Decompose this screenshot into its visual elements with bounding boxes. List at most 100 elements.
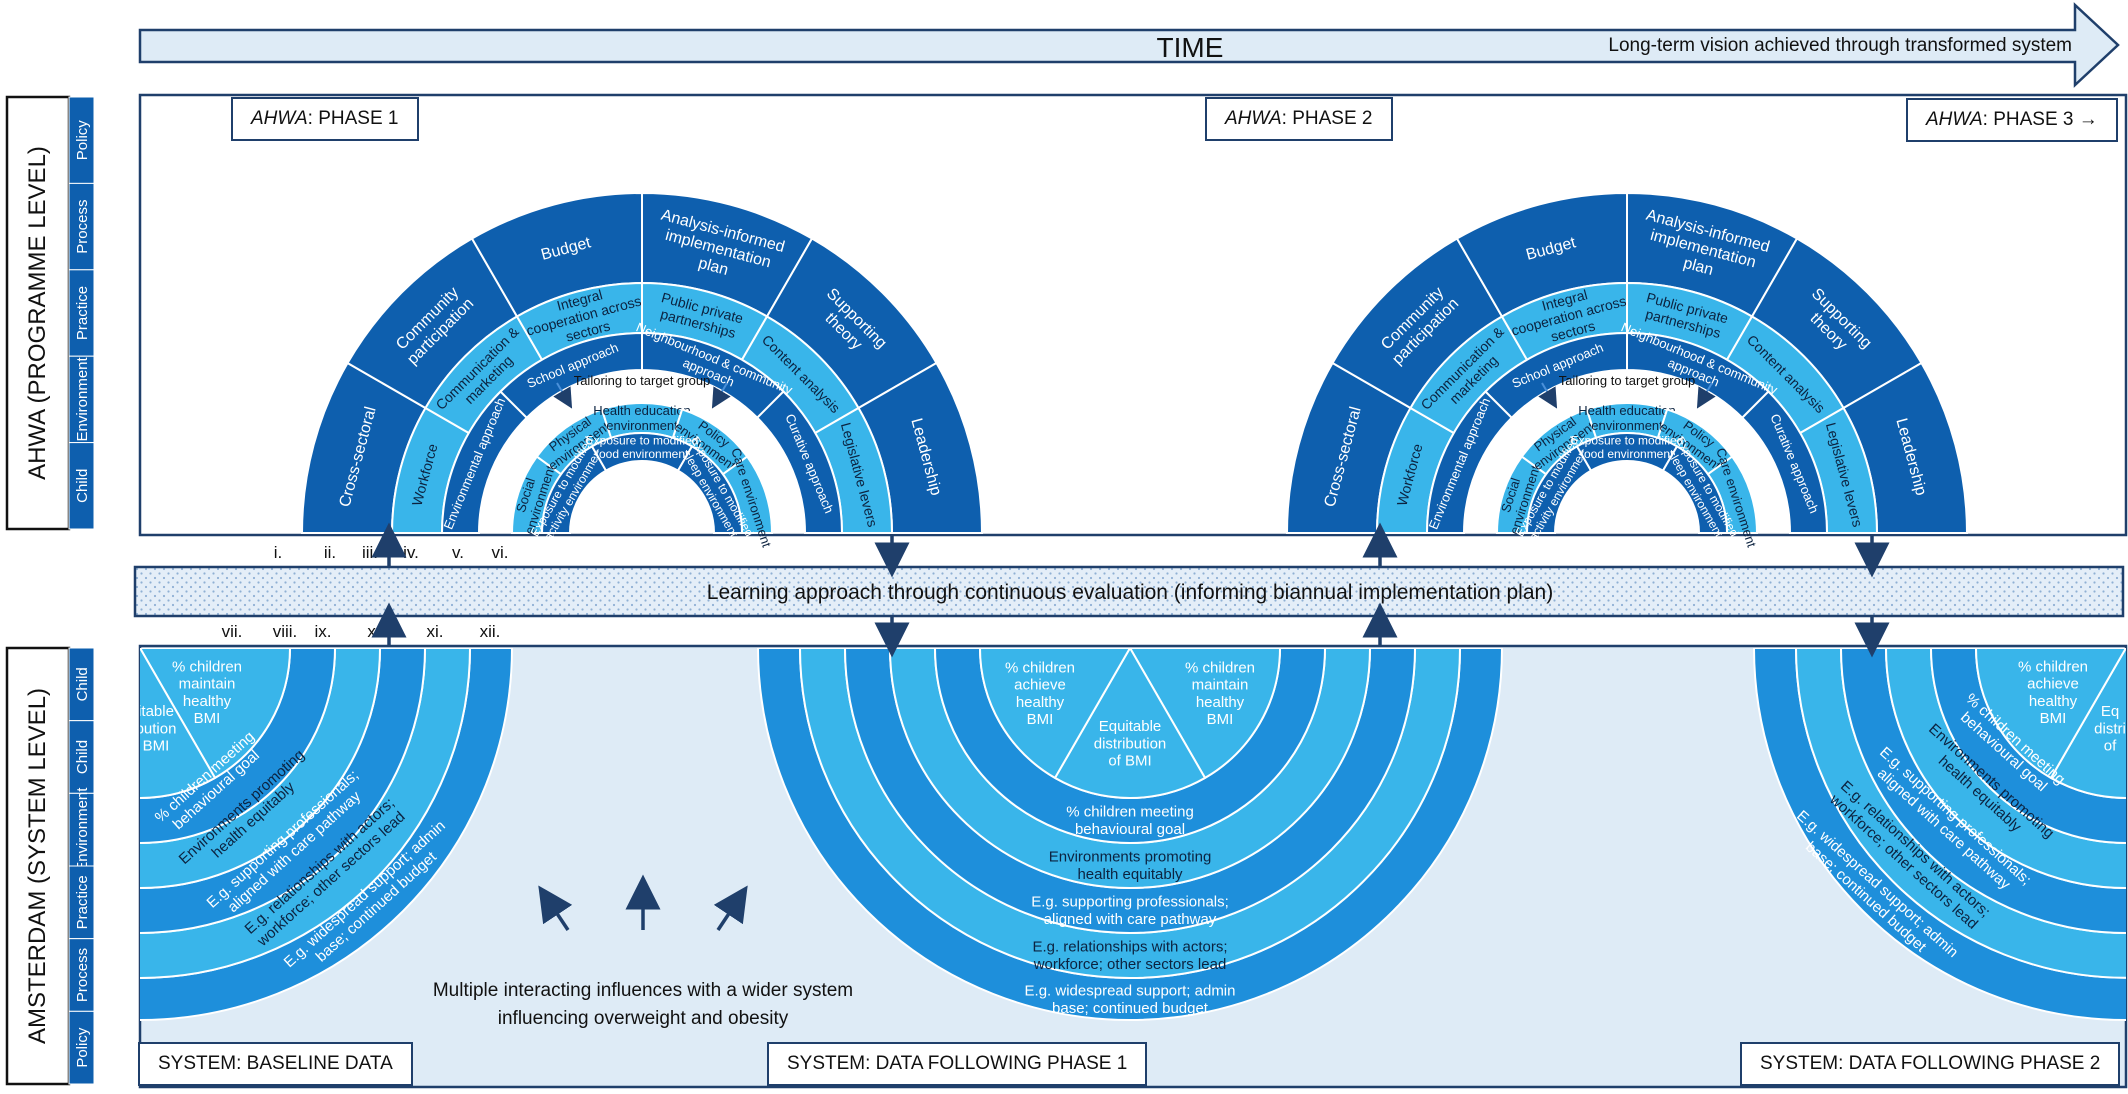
ring-2-segment-curative-approach — [755, 390, 844, 534]
system-baseline-box: SYSTEM: BASELINE DATA — [138, 1042, 413, 1086]
system-level-practice — [68, 865, 95, 940]
core-achieve — [978, 648, 1132, 780]
practice-label: E.g. supporting professionals;aligned wi… — [1031, 894, 1229, 928]
ring-label-exposure-to-modified-food-environment-line: Exposure to modified — [586, 433, 699, 447]
system-level-label: Practice — [74, 875, 91, 929]
ring-4-segment-exposure-to-modified-food-environment — [1575, 432, 1679, 473]
phase-2-suffix: : PHASE 2 — [1281, 108, 1373, 129]
system-ring-policy — [1752, 648, 2126, 1021]
tailoring-label: Tailoring to target group — [1559, 373, 1696, 388]
core-achieve-label-line: % children — [1005, 659, 1075, 676]
baseline-core-maintain-label-line: maintain — [179, 676, 236, 693]
ring-label-health-education-environment-line: Health education — [1578, 403, 1676, 418]
phase-2-prefix: AHWA — [1225, 108, 1282, 129]
system-ring-practice — [1839, 648, 2126, 934]
phase-3-box: AHWA: PHASE 3 → — [1906, 98, 2118, 142]
time-arrow — [138, 2, 2120, 88]
baseline-core-maintain-label-line: healthy — [183, 693, 232, 710]
tailoring-arrow — [1696, 382, 1716, 409]
programme-level-label: Practice — [74, 286, 91, 340]
ring-2-segment-environmental-approach — [1425, 390, 1514, 534]
process-label-line: workforce; other sectors lead — [1033, 956, 1227, 973]
core-equitable-label-line: Equitable — [1099, 718, 1162, 735]
roman-bottom-5: xi. — [427, 622, 444, 641]
roman-top-4: iv. — [403, 543, 419, 562]
phase-3-prefix: AHWA — [1926, 109, 1983, 130]
tailoring-arrow — [1538, 382, 1558, 409]
core-maintain-label-line: maintain — [1192, 677, 1249, 694]
influence-text-line1: Multiple interacting influences with a w… — [433, 980, 853, 1001]
ring-label-exposure-to-modified-food-environment-line: Exposure to modified — [1571, 433, 1684, 447]
core-maintain-label-line: BMI — [1207, 711, 1234, 728]
ring-4-segment-exposure-to-modified-food-environment — [590, 432, 694, 473]
process-label: E.g. relationships with actors;workforce… — [1032, 939, 1227, 973]
tailoring-band — [479, 370, 805, 533]
environment-label-line: health equitably — [1077, 866, 1183, 883]
ring-label-health-education-environment-line: environment — [1591, 418, 1663, 433]
baseline-core-equitable-fragment-line: itable — [138, 703, 174, 720]
programme-level-label: Process — [74, 200, 91, 254]
core-achieve-label-line: achieve — [1014, 677, 1066, 694]
system-ring-process — [1794, 648, 2126, 979]
core-maintain-label-line: % children — [1185, 659, 1255, 676]
phase2-core-equitable-fragment-line: of — [2104, 738, 2117, 755]
influence-arrows — [538, 874, 748, 931]
system-level-label: Child — [74, 740, 91, 774]
phase2-core-achieve-label-line: achieve — [2027, 676, 2079, 693]
core-achieve-label-line: healthy — [1016, 694, 1065, 711]
programme-level-child — [68, 442, 95, 530]
baseline-core-maintain-label-line: % children — [172, 658, 242, 675]
programme-title-box — [5, 95, 71, 531]
learning-band — [133, 565, 2125, 618]
core-maintain — [1128, 648, 1282, 780]
core-equitable-label-line: of BMI — [1108, 753, 1151, 770]
system-level-child — [68, 720, 95, 794]
roman-bottom-2: viii. — [273, 622, 298, 641]
time-label: TIME — [1157, 32, 1224, 63]
behaviour-label-line: behavioural goal — [1075, 821, 1185, 838]
programme-level-environment — [68, 355, 95, 444]
programme-level-label: Environment — [74, 356, 91, 441]
ring-4-segment-exposure-to-modified-sleep-environment — [676, 445, 744, 534]
programme-level-label: Child — [74, 469, 91, 503]
phase2-core-equitable-fragment-line: distri — [2094, 720, 2126, 737]
system-ring-set-1: % childrenmaintainhealthyBMIitablebution… — [136, 648, 514, 1021]
baseline-core-equitable-fragment-line: bution — [136, 720, 177, 737]
programme-ring-set-1: Cross-sectoralCommunityparticipationBudg… — [300, 191, 984, 549]
ring-4-segment-exposure-to-modified-activity-environment — [1525, 445, 1593, 534]
phase-3-suffix: : PHASE 3 → — [1982, 109, 2098, 130]
programme-side-title: AHWA (PROGRAMME LEVEL) — [24, 146, 51, 480]
roman-bottom-1: vii. — [222, 622, 243, 641]
core-maintain-label-line: healthy — [1196, 694, 1245, 711]
phase2-core-equitable-fragment-line: Eq — [2101, 703, 2119, 720]
roman-top-3: iii. — [362, 543, 378, 562]
roman-bottom-3: ix. — [315, 622, 332, 641]
system-level-process — [68, 938, 95, 1012]
system-side-title: AMSTERDAM (SYSTEM LEVEL) — [24, 688, 51, 1044]
influence-text-line2: influencing overweight and obesity — [498, 1008, 789, 1029]
system-level-label: Process — [74, 948, 91, 1002]
programme-ring-set-2: Cross-sectoralCommunityparticipationBudg… — [1285, 191, 1969, 549]
programme-level-label: Policy — [74, 120, 91, 161]
policy-label-line: base; continued budget — [1052, 1000, 1209, 1017]
phase-1-suffix: : PHASE 1 — [307, 108, 399, 129]
core-equitable — [140, 648, 217, 799]
roman-top-6: vi. — [492, 543, 509, 562]
ring-2-segment-school-approach — [1484, 331, 1628, 420]
practice-label-line: E.g. supporting professionals; — [1031, 894, 1229, 911]
phase-1-box: AHWA: PHASE 1 — [231, 97, 419, 141]
phase-1-prefix: AHWA — [251, 108, 308, 129]
system-level-labels: ChildChildEnvironmentPracticeProcessPoli… — [68, 647, 95, 1085]
system-level-label: Child — [74, 667, 91, 701]
